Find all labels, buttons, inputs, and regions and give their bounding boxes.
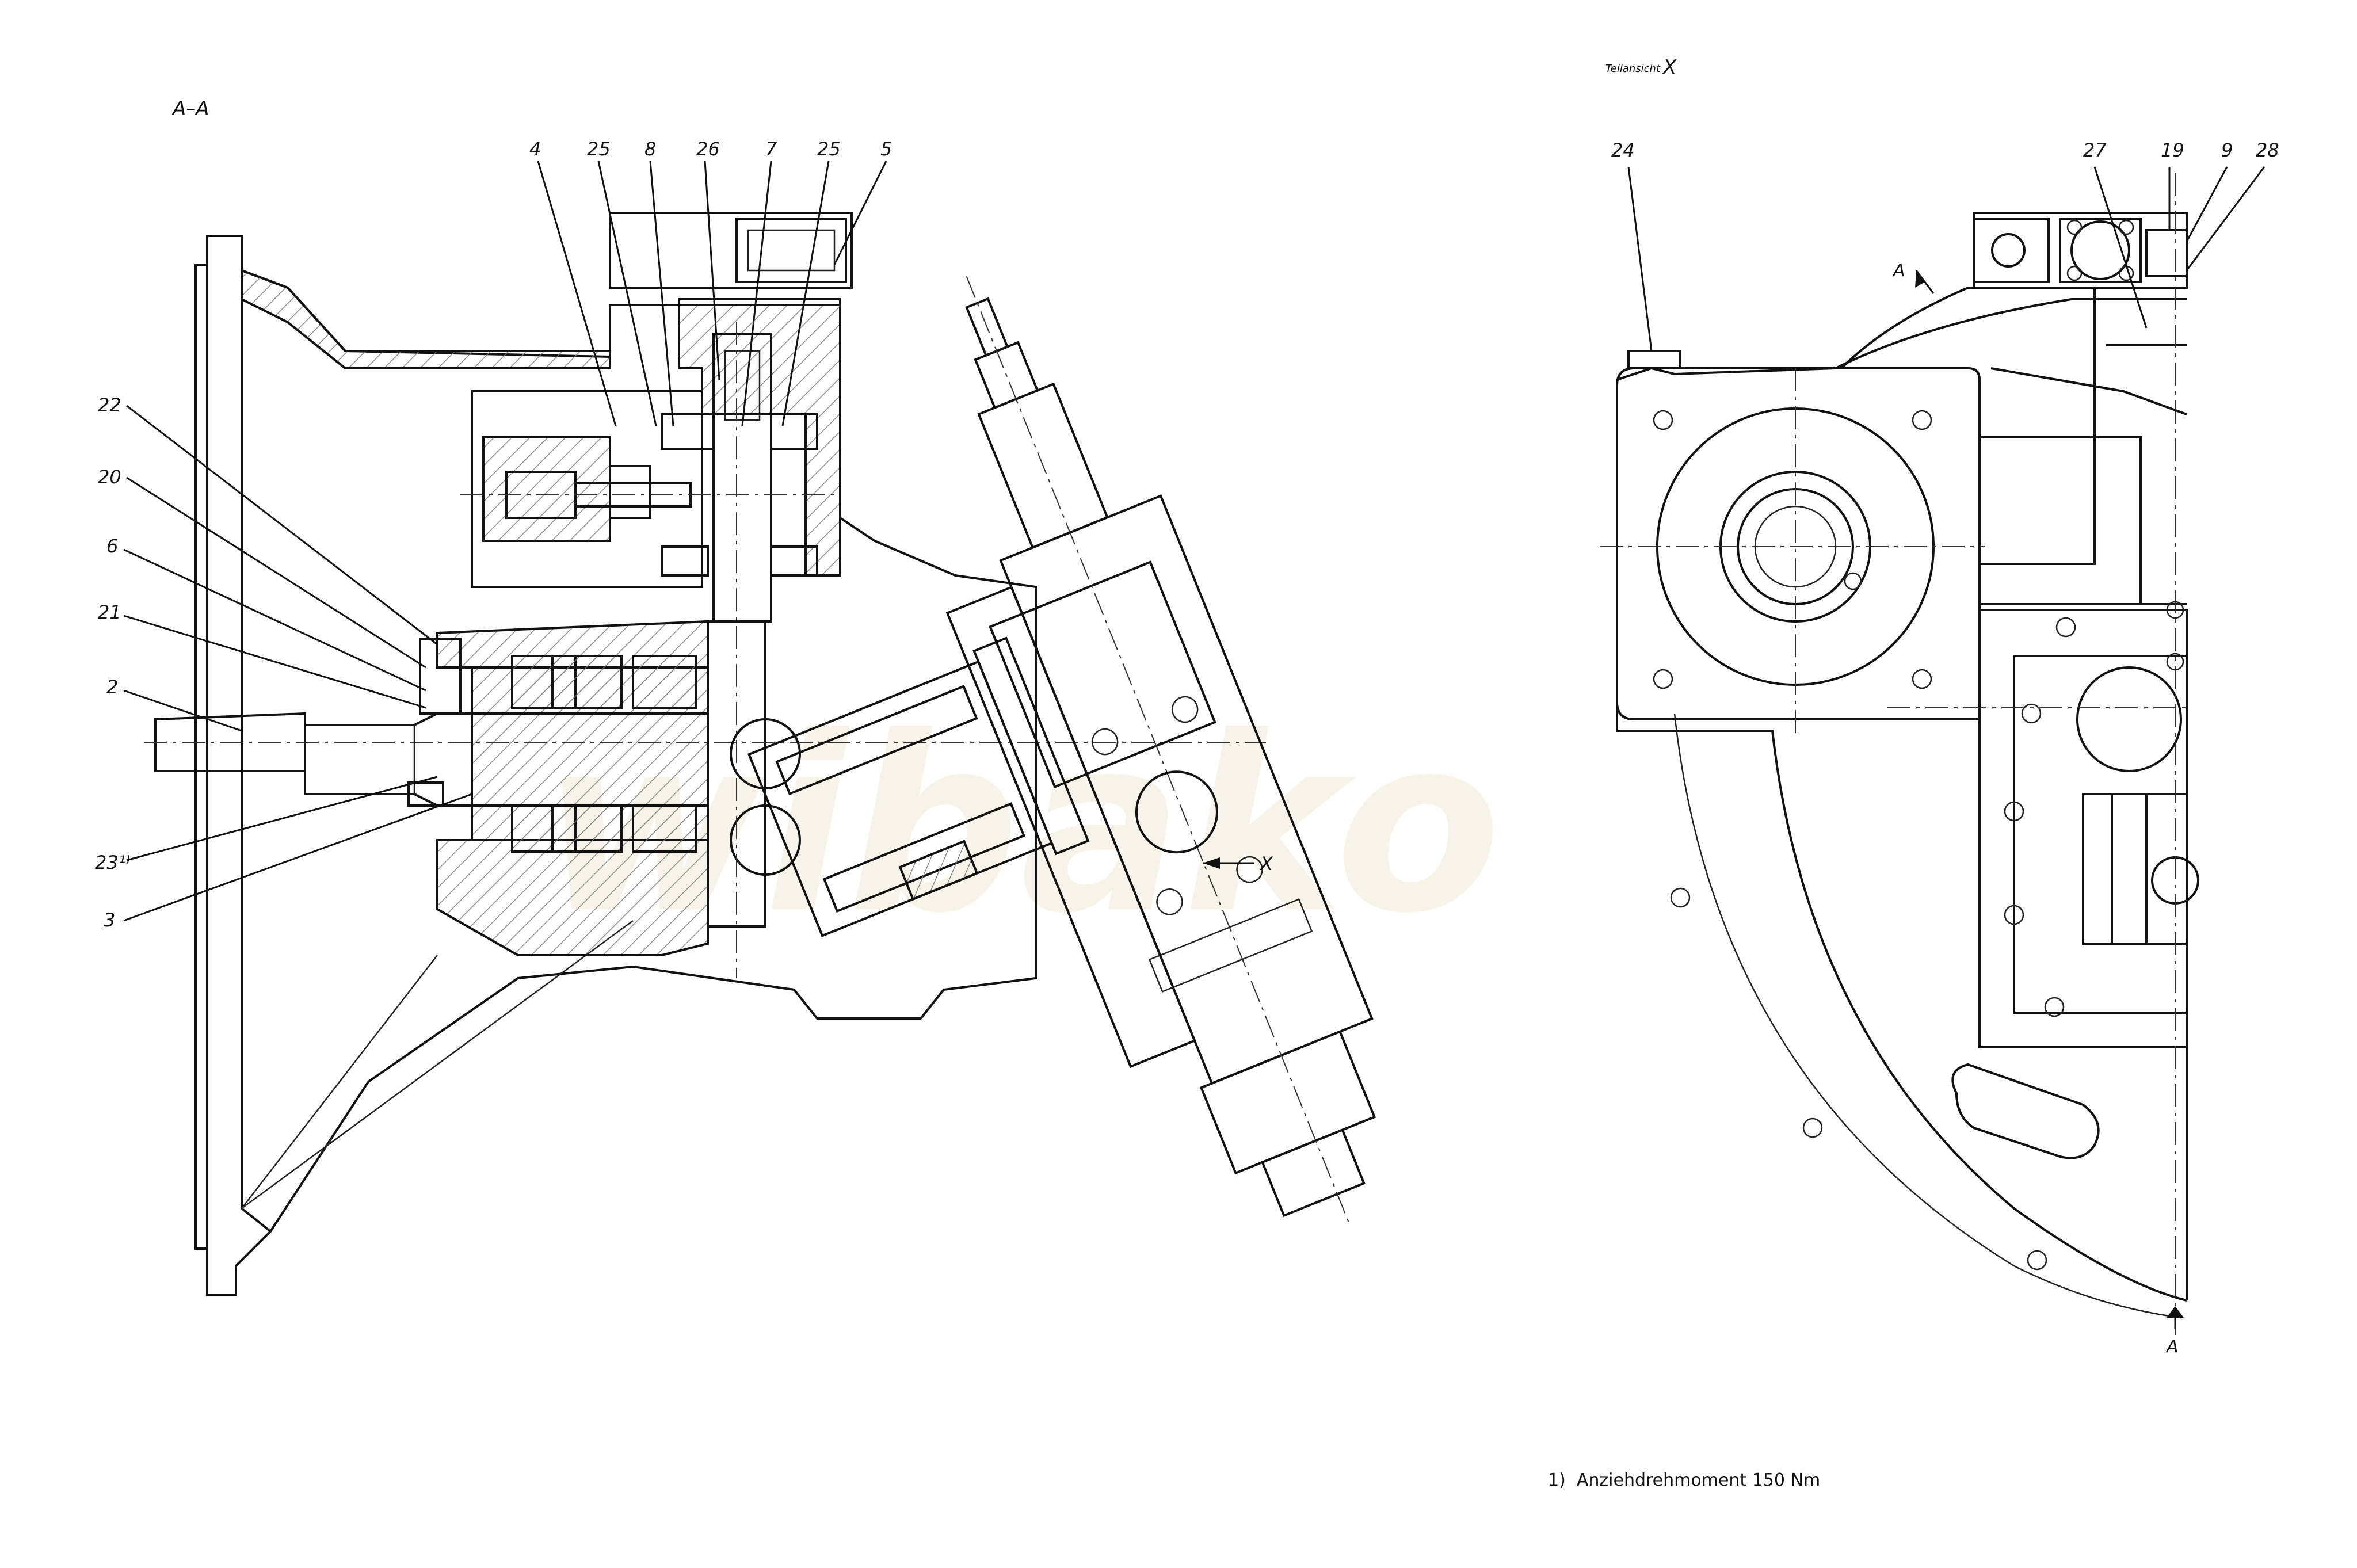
callout-26: 26 bbox=[696, 138, 720, 160]
callout-5: 5 bbox=[880, 138, 892, 160]
partial-view-x: A A bbox=[1600, 173, 2199, 1357]
callout-25a: 25 bbox=[587, 138, 611, 160]
arrow-x-label: X bbox=[1259, 853, 1273, 875]
callout-27: 27 bbox=[2083, 139, 2107, 161]
view-label: Teilansicht bbox=[1605, 63, 1661, 75]
section-mark-a-top: A bbox=[1892, 261, 1905, 281]
section-mark-a-bottom: A bbox=[2165, 1337, 2179, 1357]
callout-4: 4 bbox=[529, 138, 541, 160]
callout-28: 28 bbox=[2256, 139, 2279, 161]
callout-9: 9 bbox=[2221, 139, 2233, 161]
callout-24: 24 bbox=[1611, 139, 1635, 161]
callout-22: 22 bbox=[98, 394, 121, 416]
footnote: 1) Anziehdrehmoment 150 Nm bbox=[1548, 1470, 1821, 1490]
callout-25b: 25 bbox=[817, 138, 841, 160]
callouts-right: 24 27 19 9 28 bbox=[1611, 139, 2279, 352]
callout-19: 19 bbox=[2161, 139, 2184, 161]
callout-8: 8 bbox=[644, 138, 656, 160]
callout-23: 23¹⁾ bbox=[95, 852, 130, 873]
section-label: A–A bbox=[171, 97, 209, 120]
view-title: Teilansicht bbox=[1605, 63, 1661, 75]
callouts-top: 4 25 8 26 7 25 5 bbox=[529, 138, 892, 426]
callout-6: 6 bbox=[106, 535, 118, 557]
callout-21: 21 bbox=[98, 601, 121, 623]
callout-2: 2 bbox=[106, 676, 118, 698]
callouts-side: 22 20 6 21 2 23¹⁾ 3 bbox=[95, 394, 472, 931]
callout-7: 7 bbox=[765, 138, 777, 160]
callout-20: 20 bbox=[98, 466, 121, 488]
callout-3: 3 bbox=[104, 909, 115, 931]
view-letter: X bbox=[1662, 56, 1677, 79]
view-x-arrow: X bbox=[1203, 853, 1273, 875]
